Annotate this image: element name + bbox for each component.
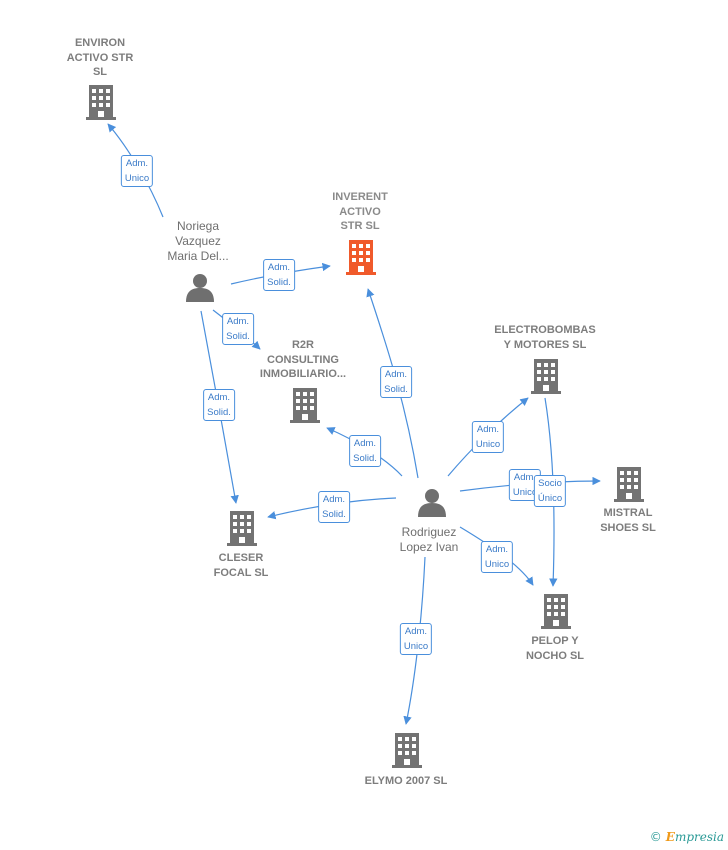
building-icon <box>541 594 571 629</box>
label-line: ENVIRON <box>74 37 126 49</box>
edge-label-line: Unico <box>475 439 501 450</box>
node-electro-label[interactable]: ELECTROBOMBAS Y MOTORES SL <box>494 323 595 352</box>
edge-label-line: Adm. <box>226 316 250 327</box>
edge-label-line: Adm. <box>384 369 408 380</box>
node-pelop-label[interactable]: PELOP Y NOCHO SL <box>526 634 584 663</box>
label-line: FOCAL SL <box>213 566 269 579</box>
building-icon <box>531 359 561 394</box>
label-line: Maria Del... <box>167 249 229 263</box>
building-icon <box>346 240 376 275</box>
copyright-brand: ©Empresia <box>650 830 724 844</box>
edge-label-adm-solid: Adm. Solid. <box>263 259 295 291</box>
edge-label-adm-unico: Adm. Unico <box>471 421 505 453</box>
edge-label-line: Unico <box>484 559 510 570</box>
edge-label-adm-solid: Adm. Solid. <box>318 491 350 523</box>
label-line: INVERENT <box>332 191 388 203</box>
label-line: INMOBILIARIO... <box>259 368 347 380</box>
person-icon <box>418 489 446 517</box>
label-line: Noriega <box>176 219 220 233</box>
node-inverent-label[interactable]: INVERENT ACTIVO STR SL <box>332 190 388 234</box>
edge-label-line: Adm. <box>485 544 509 555</box>
node-r2r-label[interactable]: R2R CONSULTING INMOBILIARIO... <box>260 338 346 382</box>
edge-label-adm-solid: Adm. Solid. <box>203 389 235 421</box>
edge-label-line: Unico <box>124 173 150 184</box>
label-line: SL <box>92 66 108 78</box>
edge-label-line: Adm. <box>513 472 537 483</box>
edge-label-adm-solid: Adm. Solid. <box>380 366 412 398</box>
edge-label-line: Unico <box>403 641 429 652</box>
label-line: NOCHO SL <box>525 649 585 662</box>
node-cleser-label[interactable]: CLESER FOCAL SL <box>214 551 269 580</box>
label-line: CLESER <box>218 552 264 564</box>
building-icon <box>290 388 320 423</box>
edge-label-line: Solid. <box>384 384 408 395</box>
brand-initial: E <box>665 830 675 844</box>
label-line: ACTIVO <box>339 205 381 218</box>
node-mistral-label[interactable]: MISTRAL SHOES SL <box>600 506 656 535</box>
label-line: STR SL <box>340 220 380 232</box>
copyright-symbol: © <box>649 830 662 844</box>
label-line: Lopez Ivan <box>399 540 459 554</box>
building-icon <box>227 511 257 546</box>
edge-label-line: Solid. <box>353 453 377 464</box>
node-environ-label[interactable]: ENVIRON ACTIVO STR SL <box>67 36 134 80</box>
edge-label-line: Unico <box>512 487 538 498</box>
edge-label-line: Socio <box>538 478 562 489</box>
label-line: ELYMO 2007 SL <box>364 775 448 787</box>
label-line: SHOES SL <box>600 521 656 534</box>
edge-label-adm-solid: Adm. Solid. <box>349 435 381 467</box>
label-line: Y MOTORES SL <box>503 338 587 351</box>
edge-label-line: Adm. <box>476 424 500 435</box>
node-noriega-label[interactable]: Noriega Vazquez Maria Del... <box>167 219 228 264</box>
edge-label-line: Único <box>537 493 563 504</box>
edge-label-line: Solid. <box>207 407 231 418</box>
brand-name: mpresia <box>674 830 724 844</box>
node-rodriguez-label[interactable]: Rodriguez Lopez Ivan <box>400 525 459 555</box>
label-line: CONSULTING <box>267 353 339 366</box>
edge-label-adm-unico: Adm. Unico <box>120 155 154 187</box>
edge-label-line: Adm. <box>267 262 291 273</box>
building-icon <box>86 85 116 120</box>
label-line: ELECTROBOMBAS <box>494 324 596 336</box>
edge-label-adm-unico: Adm. Unico <box>399 623 433 655</box>
edge-label-line: Adm. <box>322 494 346 505</box>
label-line: Rodriguez <box>401 525 457 539</box>
node-elymo-label[interactable]: ELYMO 2007 SL <box>365 774 448 789</box>
edge-label-line: Adm. <box>207 392 231 403</box>
edge-label-line: Adm. <box>125 158 149 169</box>
label-line: Vazquez <box>175 234 221 248</box>
edge-label-line: Adm. <box>353 438 377 449</box>
edge-label-adm-unico: Adm. Unico <box>480 541 514 573</box>
edge-label-line: Solid. <box>226 331 250 342</box>
label-line: PELOP Y <box>531 635 579 647</box>
building-icon <box>392 733 422 768</box>
building-icon <box>614 467 644 502</box>
edge-label-socio-unico: Socio Único <box>533 475 567 507</box>
label-line: ACTIVO STR <box>66 51 134 64</box>
label-line: R2R <box>291 339 315 351</box>
edge-label-line: Adm. <box>404 626 428 637</box>
person-icon <box>186 274 214 302</box>
label-line: MISTRAL <box>603 507 653 519</box>
edge-label-line: Solid. <box>267 277 291 288</box>
edge-label-adm-solid: Adm. Solid. <box>222 313 254 345</box>
edge-label-line: Solid. <box>322 509 346 520</box>
